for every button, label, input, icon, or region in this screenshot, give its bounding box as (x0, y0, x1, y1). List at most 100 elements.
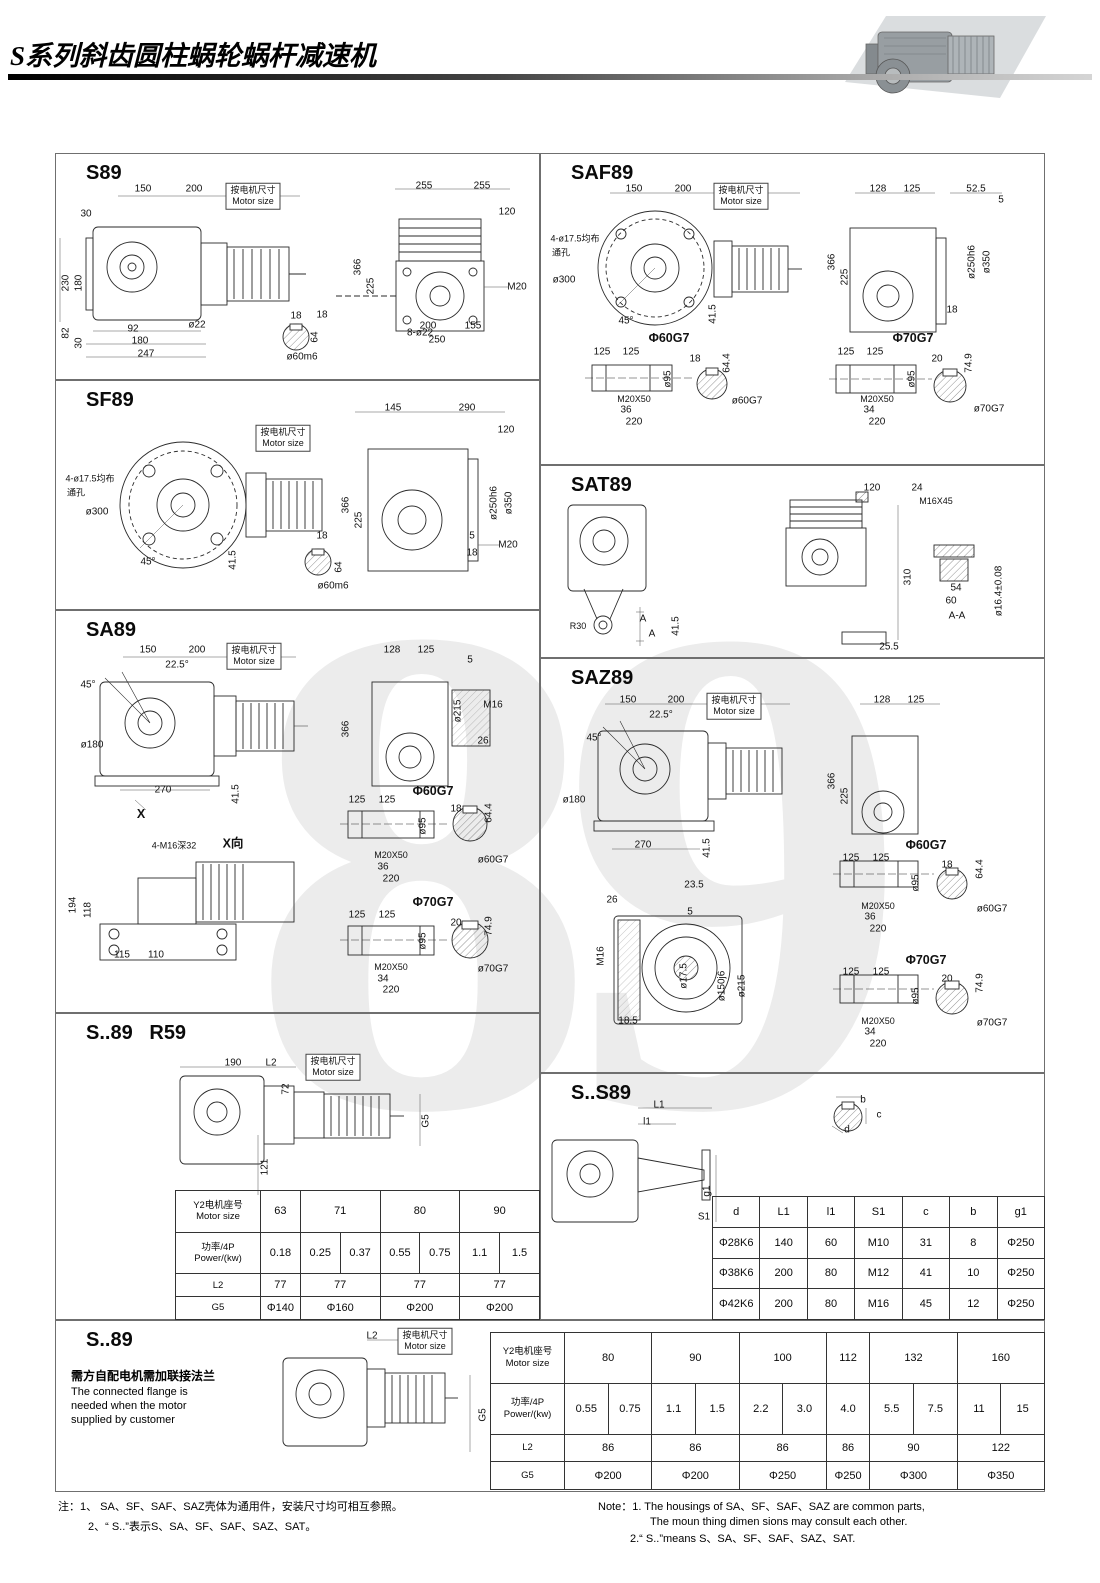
table-cell: 86 (651, 1433, 740, 1463)
table-cell: 77 (299, 1273, 381, 1298)
table-cell: 5.5 (869, 1382, 914, 1435)
panel-saz89: SAZ89 (540, 658, 1045, 1073)
table-cell: 86 (825, 1433, 871, 1463)
footnote-en-line3: 2.“ S..”means S、SA、SF、SAF、SAZ、SAT. (630, 1533, 856, 1545)
table-cell: Φ250 (996, 1257, 1046, 1290)
table-cell: Φ200 (651, 1461, 740, 1490)
table-cell: 1.5 (499, 1231, 540, 1275)
table-cell: Φ300 (869, 1461, 958, 1490)
sf89-drawing (119, 411, 505, 576)
panel-sf89: SF89 (55, 380, 540, 610)
page-title: S系列斜齿圆柱蜗轮蜗杆减速机 (10, 41, 377, 71)
table-cell: 11 (956, 1382, 1002, 1435)
table-cell: Φ28K6 (711, 1226, 761, 1259)
table-cell: 15 (1000, 1382, 1045, 1435)
table-cell: 10 (949, 1257, 998, 1290)
row-header: L2 (490, 1433, 565, 1463)
panel-title-s89b: S..89 (86, 1329, 133, 1351)
table-cell: 3.0 (782, 1382, 827, 1435)
column-header: d (711, 1196, 761, 1228)
table-cell: M12 (854, 1257, 903, 1290)
row-header: G5 (175, 1296, 261, 1320)
table-cell: 80 (806, 1288, 856, 1320)
table-cell: 122 (956, 1433, 1046, 1463)
table-cell: Φ200 (379, 1296, 461, 1320)
table-cell: 112 (825, 1332, 871, 1384)
table-cell: 0.75 (607, 1382, 653, 1435)
column-header: g1 (996, 1196, 1046, 1228)
customer-flange-note-cn: 需方自配电机需加联接法兰 (71, 1369, 216, 1383)
table-cell: 80 (563, 1332, 653, 1384)
table-cell: Φ160 (299, 1296, 381, 1320)
panel-title-ss89: S..S89 (571, 1082, 632, 1104)
table-cell: 8 (949, 1226, 998, 1259)
table-cell: 77 (379, 1273, 461, 1298)
panel-title-saz89: SAZ89 (571, 667, 634, 689)
table-cell: 1.5 (694, 1382, 740, 1435)
table-cell: Φ250 (996, 1226, 1046, 1259)
saz89-drawing (593, 703, 969, 1025)
panel-s89b: S..89 需方自配电机需加联接法兰 The connected flange … (55, 1320, 1045, 1492)
table-cell: 200 (759, 1257, 808, 1290)
table-cell: 0.37 (339, 1231, 381, 1275)
table-cell: 71 (299, 1190, 381, 1233)
table-cell: Φ42K6 (711, 1288, 761, 1320)
table-cell: 1.1 (651, 1382, 696, 1435)
footnote-en-line2: The moun thing dimen sions may consult e… (650, 1516, 908, 1528)
panel-title-saf89: SAF89 (571, 162, 634, 184)
table-cell: 0.55 (564, 1382, 609, 1435)
table-cell: 90 (869, 1433, 958, 1463)
column-header: c (901, 1196, 951, 1228)
panel-r59: S..89 R59 (55, 1013, 540, 1320)
note-en-line1: The connected flange is (71, 1386, 188, 1398)
column-header: L1 (759, 1196, 808, 1228)
panel-ss89: S..S89 (540, 1073, 1045, 1320)
footnote-en: Note：1. The housings of SA、SF、SAF、SAZ ar… (598, 1498, 925, 1546)
column-header: S1 (854, 1196, 903, 1228)
s89-drawing (59, 188, 510, 358)
table-cell: Φ250 (738, 1461, 827, 1490)
panel-sa89: SA89 (55, 610, 540, 1013)
table-cell: 1.1 (459, 1231, 501, 1275)
table-cell: 0.55 (379, 1231, 421, 1275)
panel-title-sa89: SA89 (86, 619, 137, 641)
saf89-drawing (585, 192, 1002, 403)
table-cell: M10 (854, 1226, 903, 1259)
r59-drawing (179, 1066, 421, 1195)
table-cell: 132 (869, 1332, 958, 1384)
ss89-drawing (551, 1096, 867, 1223)
row-header: L2 (175, 1273, 261, 1298)
page-header: S系列斜齿圆柱蜗轮蜗杆减速机 (0, 0, 1100, 110)
sa89-drawing (94, 656, 491, 961)
table-cell: 0.18 (260, 1231, 301, 1275)
customer-flange-note-en: The connected flange is needed when the … (71, 1385, 188, 1427)
table-cell: 2.2 (738, 1382, 784, 1435)
table-cell: 140 (759, 1226, 808, 1259)
panel-s89: S89 (55, 153, 540, 380)
table-cell: Φ200 (563, 1461, 653, 1490)
table-cell: Φ38K6 (711, 1257, 761, 1290)
table-cell: Φ200 (459, 1296, 540, 1320)
table-cell: 4.0 (825, 1382, 871, 1435)
table-cell: 0.75 (419, 1231, 461, 1275)
panel-title-s89: S89 (86, 162, 122, 184)
s89b-drawing (282, 1339, 471, 1452)
panel-title-sf89: SF89 (86, 389, 134, 411)
table-cell: 90 (651, 1332, 740, 1384)
table-cell: 77 (459, 1273, 540, 1298)
footnote-cn-line2: 2、“ S..”表示S、SA、SF、SAF、SAZ、SAT。 (88, 1521, 317, 1533)
panel-saf89: SAF89 (540, 153, 1045, 465)
table-cell: 90 (459, 1190, 540, 1233)
panel-sat89: SAT89 (540, 465, 1045, 658)
table-cell: 31 (901, 1226, 951, 1259)
table-cell: 200 (759, 1288, 808, 1320)
table-cell: Φ350 (956, 1461, 1046, 1490)
watermark: 89 (248, 482, 910, 1257)
table-cell: Φ140 (260, 1296, 301, 1320)
table-cell: 7.5 (913, 1382, 958, 1435)
